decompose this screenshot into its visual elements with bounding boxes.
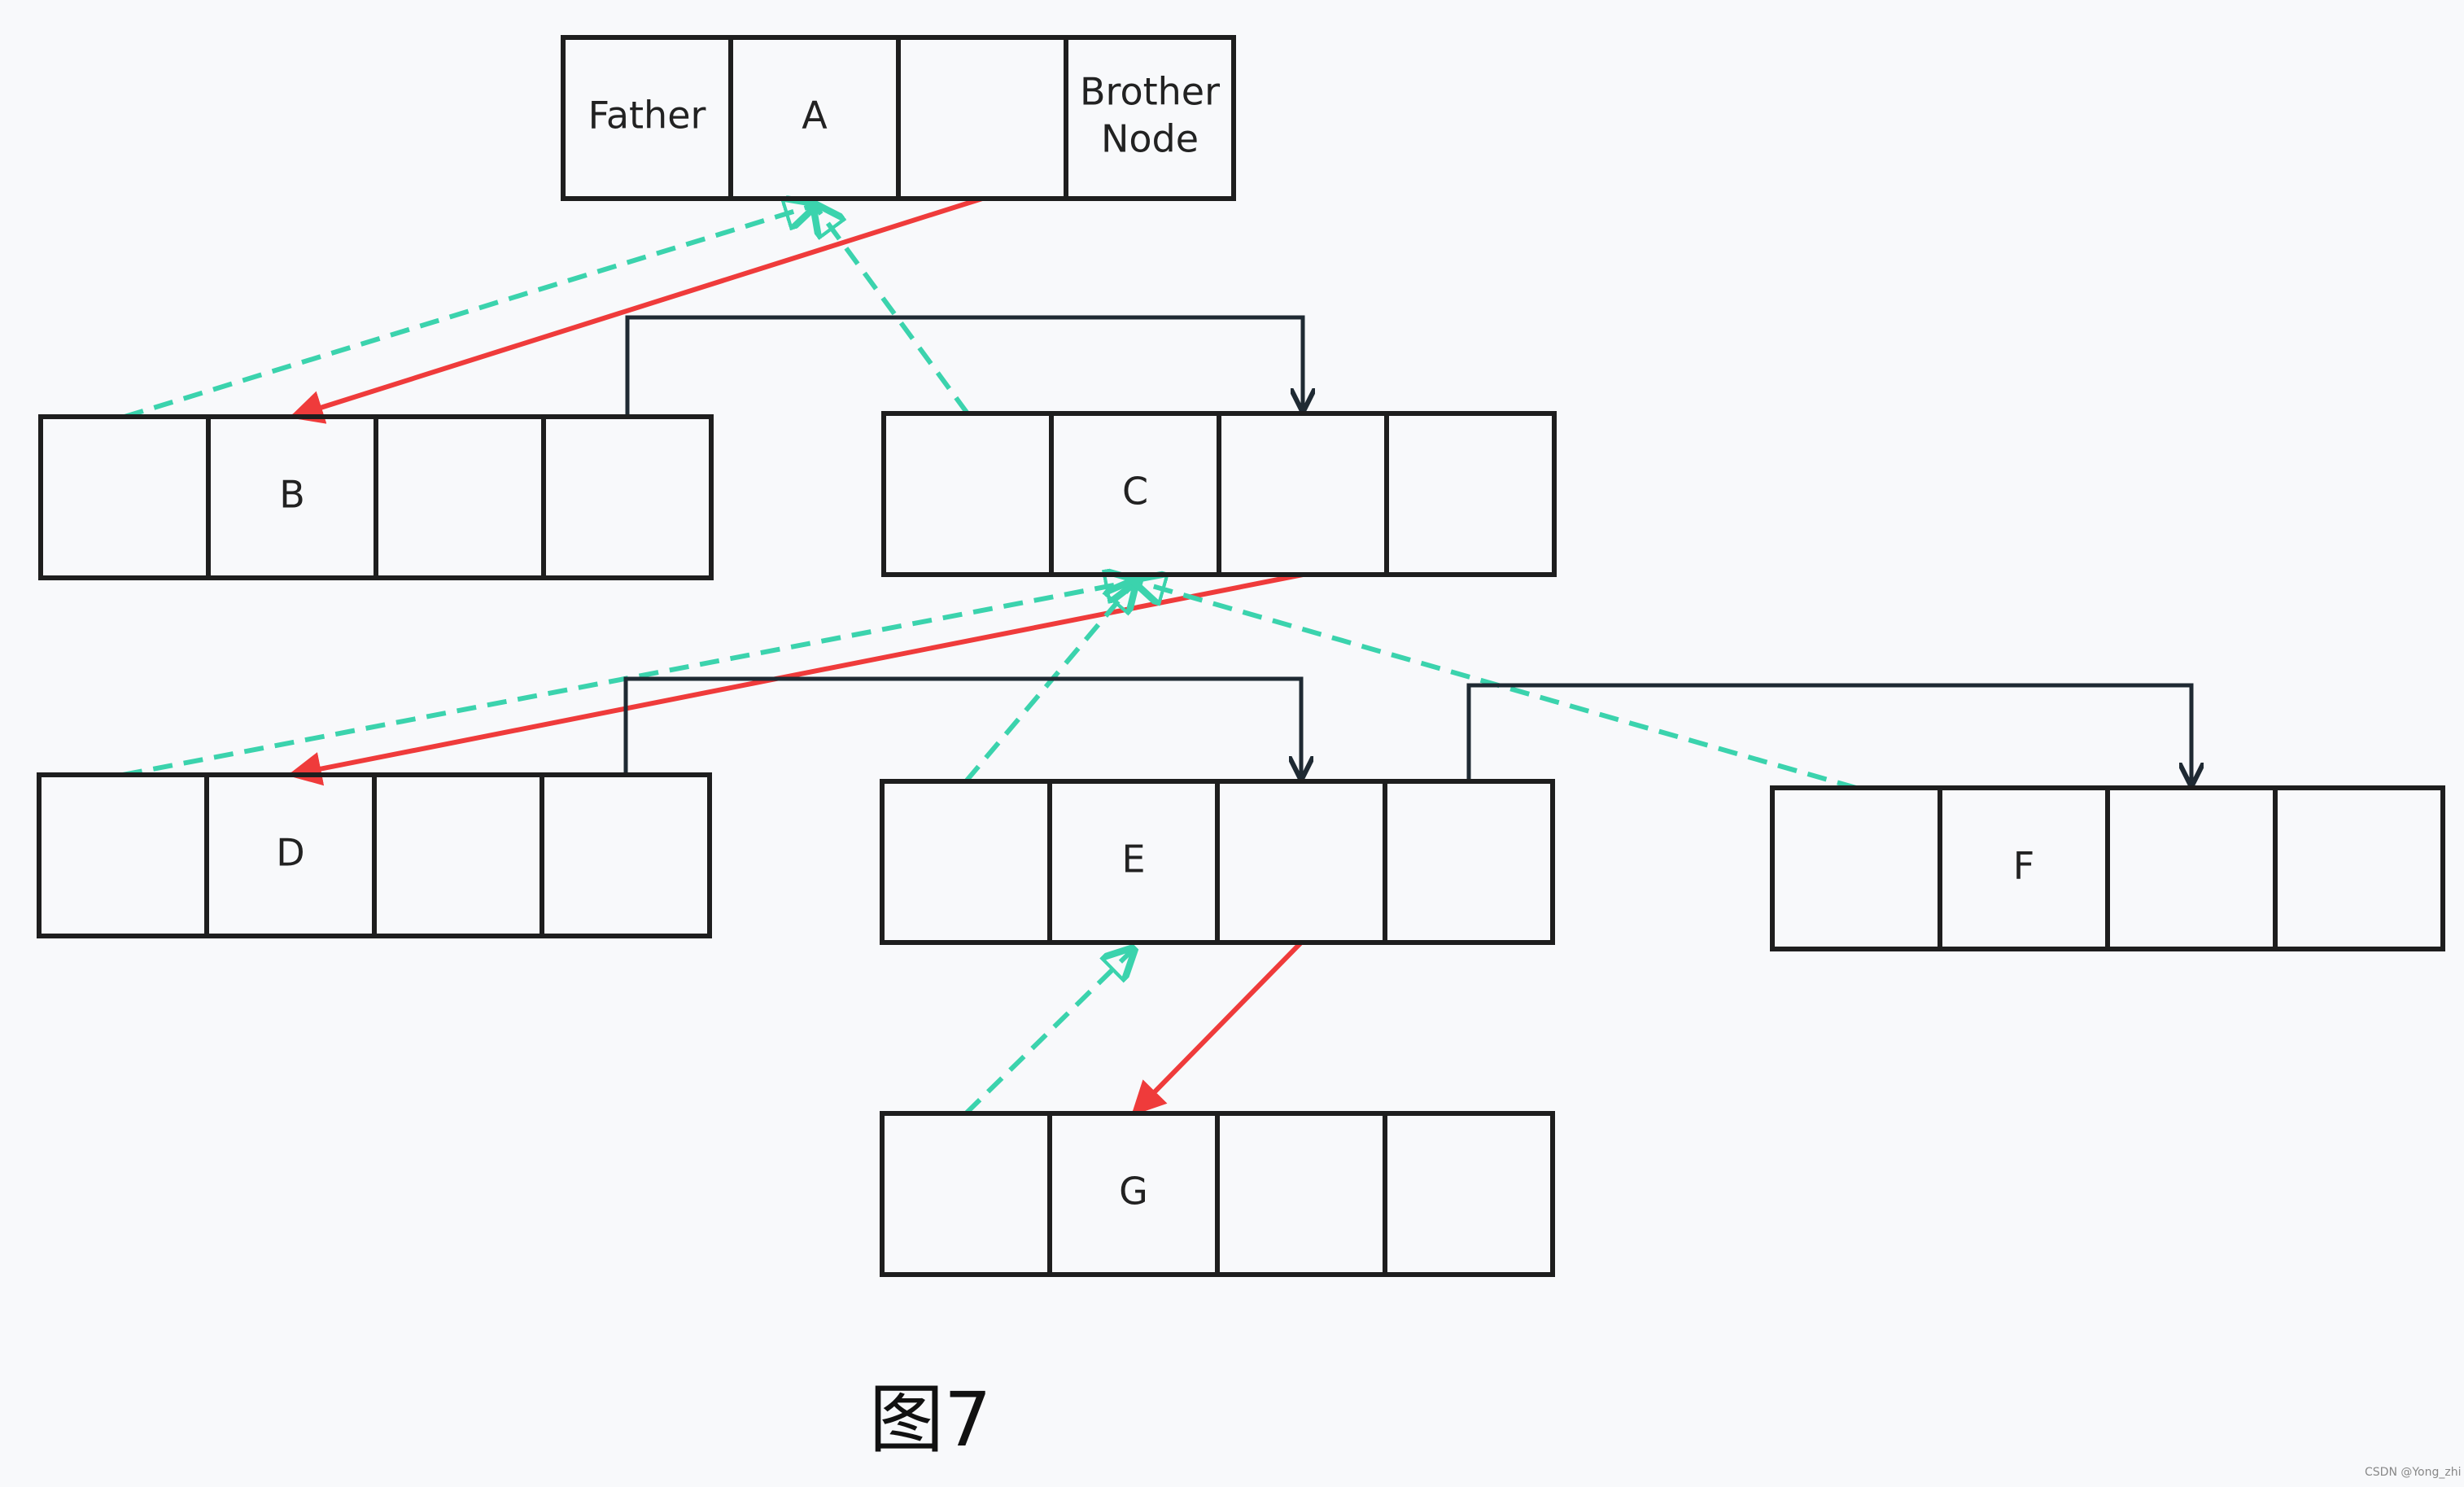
node-g-cell-3: [1383, 1111, 1555, 1277]
node-b-label-1: B: [279, 473, 305, 517]
node-c-label-1: C: [1122, 470, 1148, 514]
node-g-cell-2: [1215, 1111, 1387, 1277]
node-e-cell-3: [1383, 779, 1555, 945]
node-d-cell-2: [372, 772, 544, 938]
node-f-cell-3: [2273, 785, 2445, 951]
node-a-label-3-0: Brother: [1080, 70, 1220, 114]
node-b-cell-3: [541, 414, 714, 580]
node-b: B: [38, 414, 714, 580]
node-f-cell-0: [1770, 785, 1942, 951]
node-f: F: [1770, 785, 2445, 951]
node-a-label-1: A: [802, 94, 828, 138]
node-c-cell-3: [1384, 411, 1557, 577]
edge-parent-c-to-a: [815, 205, 970, 415]
node-c-cell-0: [881, 411, 1054, 577]
edge-sibling-e-to-f: [1466, 683, 2191, 785]
node-g-cell-0: [880, 1111, 1052, 1277]
edge-parent-g-to-e: [963, 949, 1134, 1116]
edge-sibling-b-to-c: [625, 315, 1303, 417]
node-a-cell-2: [896, 35, 1068, 201]
edge-child-c-to-d: [286, 572, 1304, 786]
node-e-cell-2: [1215, 779, 1387, 945]
node-d-label-1: D: [276, 831, 304, 875]
edge-sibling-d-to-e: [623, 676, 1301, 778]
node-e: E: [880, 779, 1555, 945]
node-e-cell-0: [880, 779, 1052, 945]
edge-child-e-to-g: [1131, 940, 1304, 1116]
node-f-cell-2: [2105, 785, 2278, 951]
node-a-label-0: Father: [588, 94, 706, 138]
node-c: C: [881, 411, 1557, 577]
node-d-cell-0: [37, 772, 209, 938]
node-f-label-1: F: [2013, 844, 2034, 888]
node-g-label-1: G: [1119, 1170, 1148, 1214]
edges-layer: [122, 196, 2191, 1116]
node-c-cell-2: [1217, 411, 1389, 577]
node-e-label-1: E: [1121, 838, 1145, 881]
node-d: D: [37, 772, 712, 938]
node-b-cell-2: [374, 414, 546, 580]
edge-parent-d-to-c: [122, 581, 1135, 777]
edge-parent-b-to-a: [124, 205, 815, 419]
node-a-label-3-1: Node: [1101, 117, 1199, 161]
edge-child-a-to-b: [288, 196, 983, 424]
watermark-text: CSDN @Yong_zhi: [2365, 1466, 2462, 1479]
node-b-cell-0: [38, 414, 211, 580]
node-g: G: [880, 1111, 1555, 1277]
node-a-cell-3: [1064, 35, 1236, 201]
edge-parent-e-to-c: [963, 581, 1135, 783]
node-d-cell-3: [540, 772, 712, 938]
figure-caption: 图7: [869, 1376, 992, 1463]
